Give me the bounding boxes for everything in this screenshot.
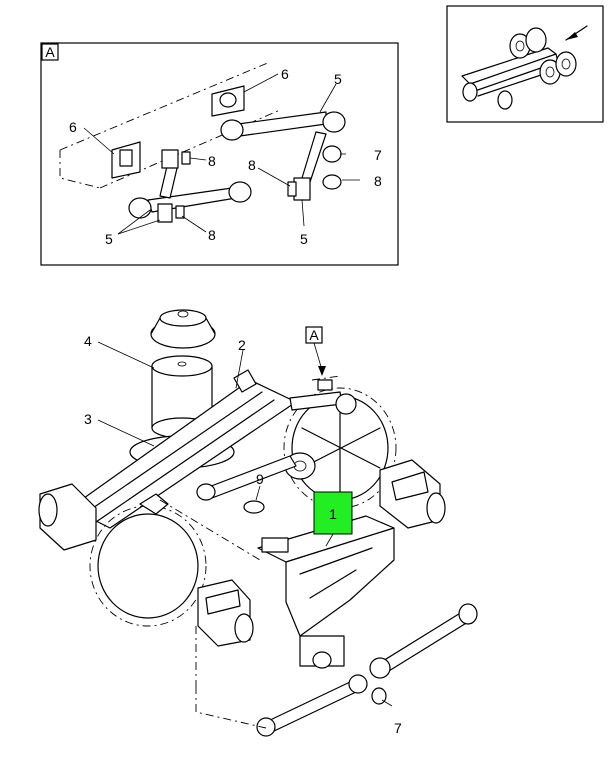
main-assembly: A 1 4 2 3 9 7 bbox=[38, 309, 478, 737]
callout-9: 9 bbox=[256, 471, 264, 487]
callout-8-lower: 8 bbox=[208, 227, 216, 243]
detail-a-panel: A bbox=[40, 42, 399, 266]
bracket-upper bbox=[211, 85, 245, 117]
detail-a-tag bbox=[41, 43, 59, 61]
callout-5-upper: 5 bbox=[334, 71, 342, 87]
callout-1-leader bbox=[325, 533, 334, 547]
axle-housing-right bbox=[283, 387, 446, 529]
detail-a-letter: A bbox=[45, 44, 55, 60]
torque-rod-lower bbox=[128, 149, 252, 223]
view-marker-leader bbox=[313, 342, 323, 371]
callout-8-mid: 8 bbox=[248, 157, 256, 173]
callout-6-upper: 6 bbox=[281, 66, 289, 82]
view-marker-letter: A bbox=[309, 327, 319, 343]
callout-3: 3 bbox=[84, 411, 92, 427]
locator-inset bbox=[446, 5, 604, 123]
small-bushing bbox=[243, 500, 265, 514]
locator-inset-frame bbox=[446, 5, 604, 123]
callout-7-main: 7 bbox=[394, 720, 402, 736]
callout-8-left: 8 bbox=[208, 153, 216, 169]
bracket-left bbox=[111, 141, 141, 179]
callout-7-detail: 7 bbox=[374, 147, 382, 163]
lower-torque-rods bbox=[256, 603, 478, 737]
lateral-rod bbox=[139, 455, 297, 515]
callout-5-right: 5 bbox=[300, 231, 308, 247]
callout-4: 4 bbox=[84, 333, 92, 349]
callout-6-left: 6 bbox=[69, 119, 77, 135]
callout-5-lower: 5 bbox=[105, 231, 113, 247]
bushing-set bbox=[175, 145, 342, 219]
locator-arrow-icon bbox=[566, 32, 578, 40]
callout-2: 2 bbox=[238, 337, 246, 353]
cross-member bbox=[257, 515, 395, 669]
axle-housing-left bbox=[38, 483, 254, 647]
truck-chassis-thumbnail bbox=[461, 27, 577, 110]
view-marker-arrow-icon bbox=[318, 366, 326, 376]
torque-rod-main bbox=[289, 379, 357, 415]
callout-1[interactable]: 1 bbox=[329, 506, 337, 522]
torque-rod-upper bbox=[220, 111, 346, 201]
callout-8-right: 8 bbox=[374, 173, 382, 189]
